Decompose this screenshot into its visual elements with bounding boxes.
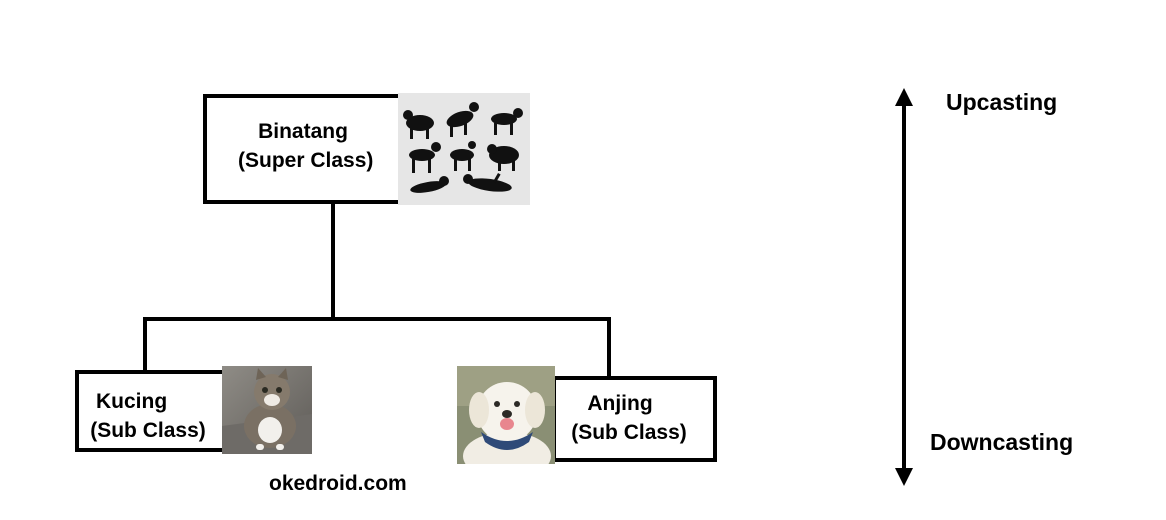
downcasting-label: Downcasting — [930, 429, 1074, 455]
sub-class-kind-kucing: (Sub Class) — [90, 419, 206, 442]
connector-horizontal — [143, 317, 611, 321]
super-class-kind: (Super Class) — [238, 149, 374, 172]
dog-image-icon — [457, 366, 555, 464]
sub-class-name-kucing: Kucing — [96, 390, 168, 413]
connector-right-drop — [607, 317, 611, 377]
super-class-box — [203, 94, 403, 204]
connector-vertical-main — [331, 202, 335, 320]
animal-silhouettes-icon — [398, 93, 530, 205]
animal-silhouettes-image — [398, 93, 530, 205]
sub-class-name-anjing: Anjing — [587, 392, 653, 415]
sub-class-kind-anjing: (Sub Class) — [571, 421, 687, 444]
cat-photo — [222, 366, 312, 454]
cat-image-icon — [222, 366, 312, 454]
connector-left-drop — [143, 317, 147, 373]
site-credit: okedroid.com — [269, 472, 407, 495]
upcast-downcast-arrow-icon — [895, 88, 913, 486]
upcasting-label: Upcasting — [946, 89, 1058, 115]
super-class-name: Binatang — [258, 120, 348, 143]
dog-photo — [457, 366, 555, 464]
sub-class-box-kucing — [75, 370, 226, 452]
super-class-label: Binatang (Super Class) — [238, 117, 374, 175]
sub-class-label-kucing: Kucing (Sub Class) — [84, 387, 212, 445]
sub-class-label-anjing: Anjing (Sub Class) — [552, 389, 688, 447]
